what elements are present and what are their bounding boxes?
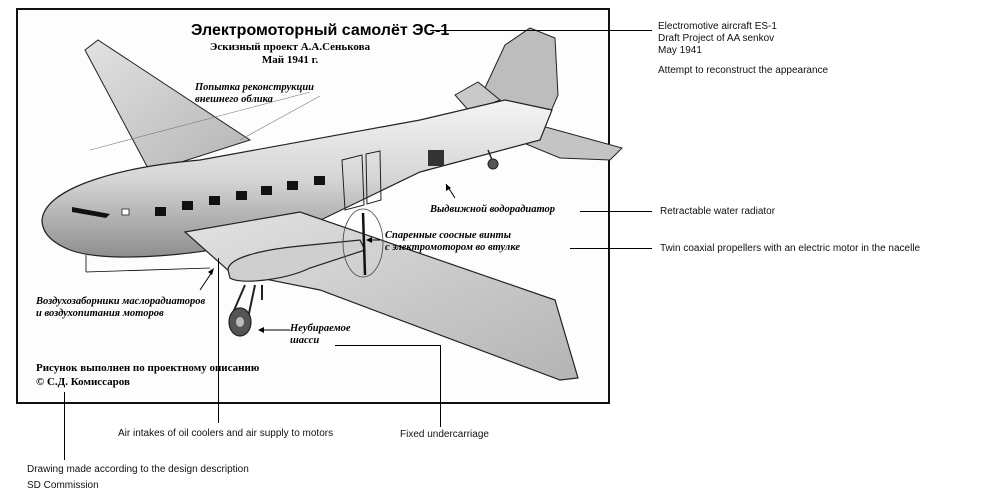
gear-label-ru: Неубираемое шасси: [290, 323, 351, 347]
cockpit-window: [72, 207, 110, 218]
door-2: [365, 150, 382, 205]
annotation-radiator: Retractable water radiator: [660, 206, 776, 217]
radiator-label-ru: Выдвижной водорадиатор: [430, 204, 556, 215]
gear-line1: Неубираемое: [290, 323, 351, 334]
leader-gear-h: [335, 345, 440, 346]
leader-gear-v: [440, 345, 441, 427]
intakes-label-ru: Воздухозаборники маслорадиаторов и возду…: [36, 296, 205, 320]
door: [341, 154, 365, 211]
radiator: [428, 150, 444, 166]
annotation-commission: SD Commission: [27, 480, 99, 491]
propeller-disk: [342, 208, 384, 278]
leader-credit: [64, 392, 65, 460]
gear-line2: шасси: [290, 335, 320, 346]
credit-ru: Рисунок выполнен по проектному описанию …: [36, 361, 259, 389]
far-wing: [84, 39, 252, 173]
leader-title: [430, 30, 652, 31]
credit-line1: Рисунок выполнен по проектному описанию: [36, 362, 260, 374]
intakes-line2: и воздухопитания моторов: [36, 308, 164, 319]
annotation-draft: Draft Project of AA senkov: [658, 33, 775, 44]
leader-propellers: [570, 248, 652, 249]
propellers-line1: Спаренные соосные винты: [385, 230, 512, 241]
reconstruction-line1: Попытка реконструкции: [195, 82, 314, 93]
cabin-window: [121, 208, 130, 216]
cabin-windows: [155, 176, 325, 216]
intakes-line1: Воздухозаборники маслорадиаторов: [36, 296, 206, 307]
annotation-drawing-made: Drawing made according to the design des…: [27, 464, 249, 475]
annotation-reconstruct: Attempt to reconstruct the appearance: [658, 65, 829, 76]
annotation-propellers: Twin coaxial propellers with an electric…: [660, 243, 921, 254]
annotation-date: May 1941: [658, 45, 702, 56]
leader-radiator: [580, 211, 652, 212]
propellers-line2: с электромотором во втулке: [385, 242, 520, 253]
reconstruction-label: Попытка реконструкции внешнего облика: [195, 82, 314, 106]
drawing-subtitle: Эскизный проект А.А.Сенькова Май 1941 г.: [205, 41, 375, 67]
leader-intakes: [218, 258, 219, 423]
tail-wheel: [487, 158, 499, 170]
drawing-subtitle-line2: Май 1941 г.: [261, 54, 319, 66]
reconstruction-line2: внешнего облика: [195, 94, 273, 105]
annotation-undercarriage: Fixed undercarriage: [400, 429, 489, 440]
annotation-aircraft: Electromotive aircraft ES-1: [658, 21, 777, 32]
drawing-title: Электромоторный самолёт ЭС-1: [191, 22, 450, 39]
credit-line2: © С.Д. Комиссаров: [36, 376, 130, 388]
annotation-intakes: Air intakes of oil coolers and air suppl…: [118, 428, 334, 439]
drawing-subtitle-line1: Эскизный проект А.А.Сенькова: [209, 41, 371, 53]
propellers-label-ru: Спаренные соосные винты с электромотором…: [385, 230, 520, 254]
